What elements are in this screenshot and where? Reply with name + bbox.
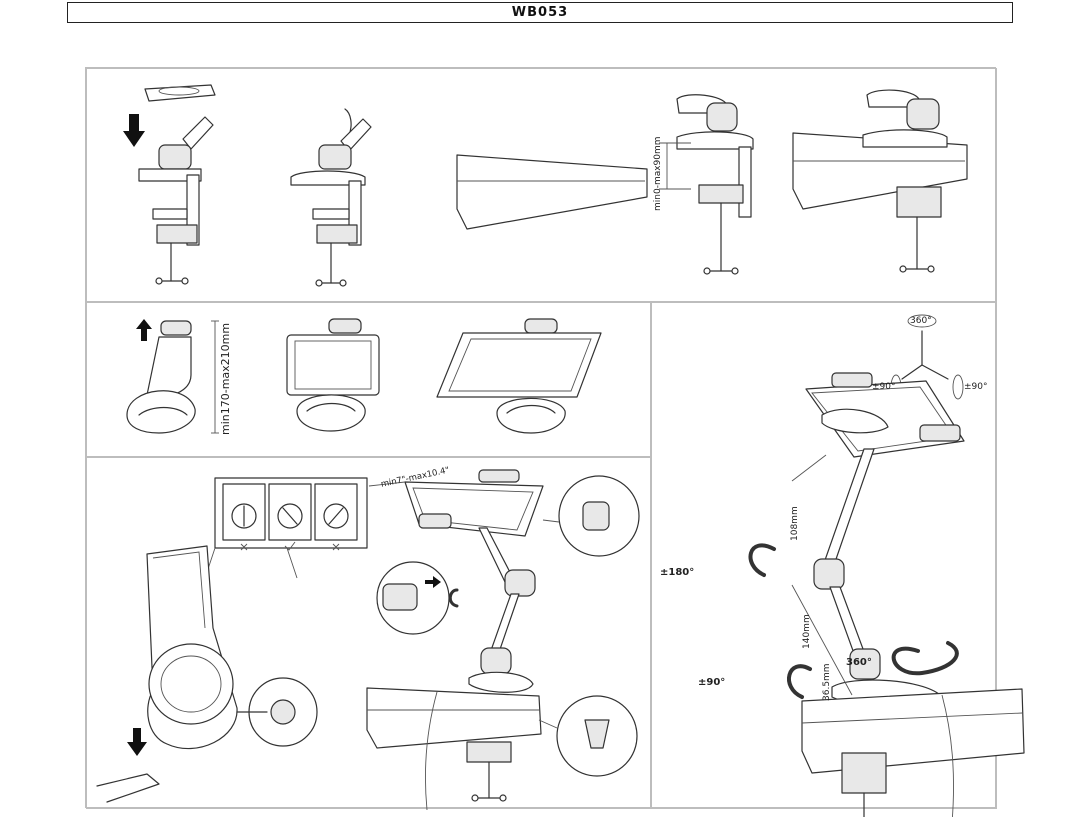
rotate-swivel-label: 360°	[846, 657, 872, 668]
down-arrow-icon	[127, 728, 147, 756]
check-mark-icon	[284, 541, 296, 551]
rotate-arrow-icon	[748, 543, 776, 577]
panel-mount-assembly: min7"-max10.4"	[86, 457, 651, 811]
mount-assembly-drawing	[96, 469, 640, 811]
clamp-step-2	[290, 108, 372, 287]
rotate-elbow-label: ±180°	[660, 567, 695, 578]
base-height-label: 36.5mm	[822, 663, 832, 701]
tilt-left-label: ±90°	[872, 382, 896, 392]
holder-rear-view	[96, 545, 318, 803]
rotate-arrow-icon	[448, 588, 459, 608]
arm-upper-label: 108mm	[790, 506, 800, 541]
cross-mark-icon	[332, 543, 340, 551]
adjust-tablet	[805, 372, 965, 458]
model-code: WB053	[511, 5, 569, 20]
adjust-desk	[801, 688, 1025, 817]
tablet-on-arm	[366, 469, 544, 811]
clamp-step-4	[792, 89, 968, 273]
adjust-arm	[791, 448, 941, 705]
holder-portrait-tablet	[286, 318, 380, 432]
tilt-right-label: ±90°	[964, 382, 988, 392]
rotate-arrow-icon	[891, 641, 959, 676]
document-header: WB053	[67, 2, 1013, 23]
holder-range-label: min170-max210mm	[219, 322, 232, 435]
clamp-step-1	[123, 84, 216, 285]
clamp-step-3	[456, 94, 754, 275]
rotate-base-label: ±90°	[698, 677, 726, 688]
panel-adjustment-ranges: 360° ±90° ±90° 108mm 140mm 36.5mm ±180° …	[651, 302, 1025, 817]
panel-holder-sizes: min170-max210mm	[86, 302, 651, 457]
holder-extended	[126, 319, 219, 434]
arm-lower-label: 140mm	[802, 614, 812, 649]
clamp-installation-drawing	[123, 84, 968, 287]
orientation-inset	[204, 477, 368, 579]
clamp-range-label: min0-max90mm	[653, 136, 663, 211]
up-arrow-icon	[136, 319, 152, 341]
detail-callouts	[376, 475, 640, 777]
adjustment-ranges-drawing	[748, 314, 1025, 817]
right-arrow-icon	[425, 576, 441, 588]
holder-sizes-drawing	[126, 318, 602, 434]
illustration-frame: min0-max90mm	[85, 67, 1025, 817]
rotation-arrows	[748, 543, 959, 699]
holder-landscape-tablet	[436, 318, 602, 434]
panel-clamp-installation: min0-max90mm	[86, 68, 997, 302]
tilt-top-label: 360°	[910, 316, 932, 326]
rotate-arrow-icon	[787, 664, 812, 699]
cross-mark-icon	[240, 543, 248, 551]
down-arrow-icon	[123, 114, 145, 147]
